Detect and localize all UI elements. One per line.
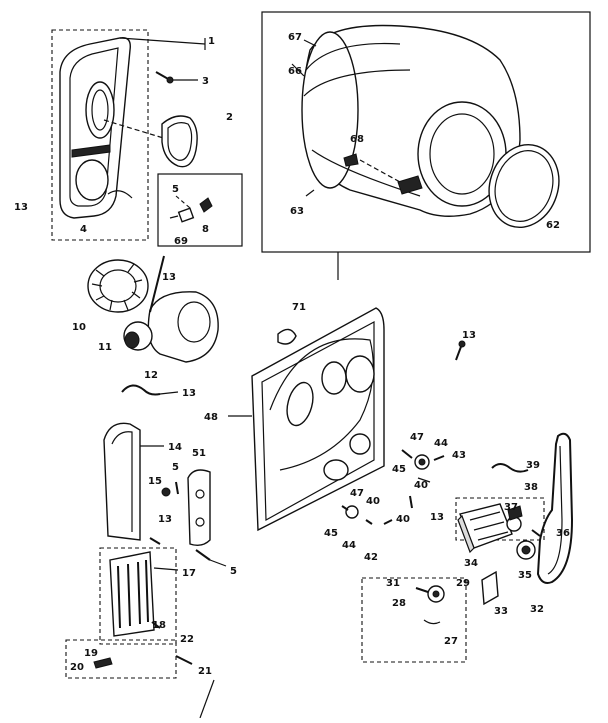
motor-34 xyxy=(457,503,523,554)
callout-45: 45 xyxy=(392,464,406,475)
callout-2: 2 xyxy=(226,112,233,123)
callout-13-clip: 13 xyxy=(182,388,196,399)
callout-63: 63 xyxy=(290,206,304,217)
switch-subassembly-box xyxy=(157,173,243,247)
callout-36: 36 xyxy=(556,528,570,539)
callout-48: 48 xyxy=(204,412,218,423)
callout-10: 10 xyxy=(72,322,86,333)
hardware-cluster-lower xyxy=(341,495,413,525)
nut-15 xyxy=(161,487,171,497)
callout-32: 32 xyxy=(530,604,544,615)
callout-40: 40 xyxy=(414,480,428,491)
callout-12: 12 xyxy=(144,370,158,381)
callout-11: 11 xyxy=(98,342,112,353)
callout-5-lower: 5 xyxy=(230,566,237,577)
blower-housing-11 xyxy=(123,255,219,363)
idler-assembly xyxy=(415,570,499,625)
screw-3 xyxy=(155,71,174,84)
callout-45-lower: 45 xyxy=(324,528,338,539)
callout-69: 69 xyxy=(174,236,188,247)
callout-5-thermo: 5 xyxy=(172,462,179,473)
rear-panel-48 xyxy=(228,307,385,532)
callout-15: 15 xyxy=(148,476,162,487)
callout-47-lower: 47 xyxy=(350,488,364,499)
terminal-group-box xyxy=(65,639,177,679)
callout-4: 4 xyxy=(80,224,87,235)
callout-8: 8 xyxy=(202,224,209,235)
thermostat-51 xyxy=(187,469,211,547)
terminal-parts xyxy=(93,621,193,669)
callout-3: 3 xyxy=(202,76,209,87)
hardware-cluster-upper xyxy=(401,449,445,483)
gasket-4 xyxy=(107,190,133,199)
callout-66: 66 xyxy=(288,66,302,77)
callout-19: 19 xyxy=(84,648,98,659)
callout-68: 68 xyxy=(350,134,364,145)
blower-housing-part xyxy=(59,37,206,219)
callout-20: 20 xyxy=(70,662,84,673)
callout-29: 29 xyxy=(456,578,470,589)
callout-13-duct: 13 xyxy=(158,514,172,525)
callout-43: 43 xyxy=(452,450,466,461)
switch-parts xyxy=(169,195,213,223)
drum-seal-ring-62 xyxy=(488,143,560,229)
motor-group-box xyxy=(455,497,545,541)
callout-71: 71 xyxy=(292,302,306,313)
callout-40-right: 40 xyxy=(396,514,410,525)
clip-39 xyxy=(491,463,529,473)
idler-group-box xyxy=(361,577,467,663)
callout-40-lower: 40 xyxy=(366,496,380,507)
callout-21: 21 xyxy=(198,666,212,677)
callout-22: 22 xyxy=(180,634,194,645)
drum-group-box xyxy=(261,11,591,253)
callout-42: 42 xyxy=(364,552,378,563)
callout-37: 37 xyxy=(504,502,518,513)
callout-51: 51 xyxy=(192,448,206,459)
callout-38: 38 xyxy=(524,482,538,493)
callout-13-rear: 13 xyxy=(462,330,476,341)
heater-group-box xyxy=(99,547,177,645)
callout-14: 14 xyxy=(168,442,182,453)
callout-13-lower: 13 xyxy=(430,512,444,523)
blower-housing-group-box xyxy=(51,29,149,241)
callout-13-fan: 13 xyxy=(162,272,176,283)
callout-34: 34 xyxy=(464,558,478,569)
drum-part xyxy=(301,24,521,217)
callout-1: 1 xyxy=(208,36,215,47)
callout-62: 62 xyxy=(546,220,560,231)
clip-12 xyxy=(121,384,161,396)
callout-67: 67 xyxy=(288,32,302,43)
duct-14 xyxy=(103,422,164,541)
callout-5: 5 xyxy=(172,184,179,195)
callout-31: 31 xyxy=(386,578,400,589)
callout-27: 27 xyxy=(444,636,458,647)
callout-35: 35 xyxy=(518,570,532,581)
screw-13-rear xyxy=(455,340,466,361)
callout-17: 17 xyxy=(182,568,196,579)
drive-belt-32 xyxy=(536,432,574,584)
callout-39: 39 xyxy=(526,460,540,471)
blower-wheel-10 xyxy=(87,259,149,313)
pulley-35 xyxy=(516,540,536,560)
callout-28: 28 xyxy=(392,598,406,609)
grommet-71 xyxy=(277,328,297,345)
callout-47: 47 xyxy=(410,432,424,443)
callout-44: 44 xyxy=(434,438,448,449)
callout-18: 18 xyxy=(152,620,166,631)
callout-44-lower: 44 xyxy=(342,540,356,551)
callout-13: 13 xyxy=(14,202,28,213)
callout-33: 33 xyxy=(494,606,508,617)
heater-element-17 xyxy=(109,551,179,637)
